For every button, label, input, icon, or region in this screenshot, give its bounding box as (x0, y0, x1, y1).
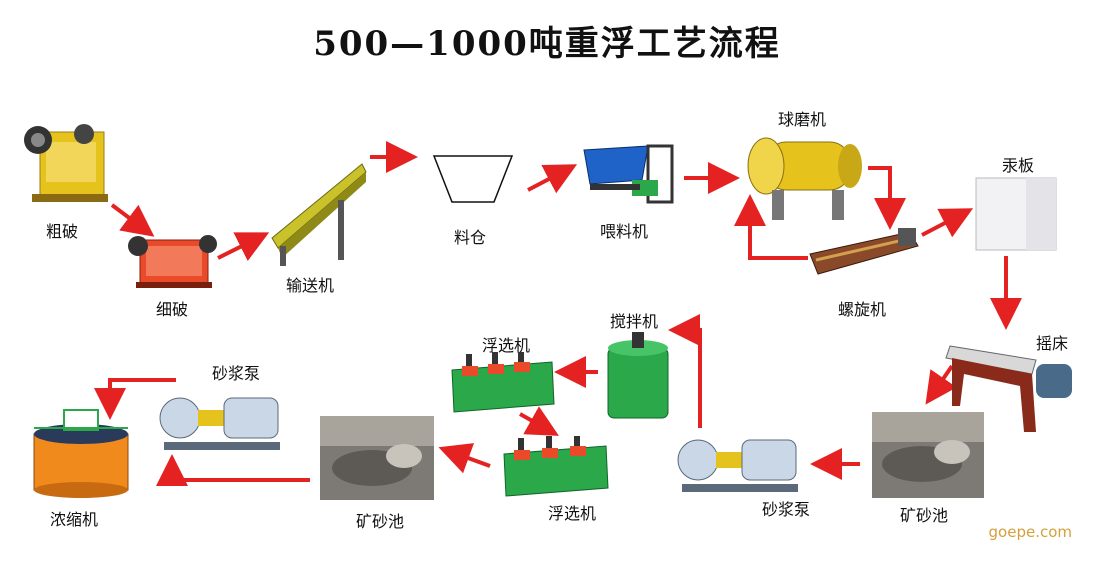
spiral-classifier-icon (809, 228, 919, 275)
sand-pond-icon (320, 416, 434, 500)
arrow-classifier-return (734, 194, 808, 260)
mercury-plate-icon (975, 177, 1057, 251)
classifier-label: 螺旋机 (838, 300, 887, 319)
pump-right-label: 砂浆泵 (762, 500, 811, 519)
thickener-icon (33, 409, 129, 498)
shaking-table-label: 摇床 (1036, 334, 1069, 353)
agitation-tank-icon (607, 332, 669, 419)
flotation-bottom-label: 浮选机 (548, 504, 597, 523)
pond-right-label: 矿砂池 (900, 506, 949, 525)
slurry-pump-icon (159, 397, 280, 450)
arrow-fine-to-conveyor (217, 232, 270, 262)
arrow-bin-to-feeder (527, 164, 578, 194)
thickener-label: 浓缩机 (50, 510, 99, 529)
flotation-top-label: 浮选机 (482, 336, 531, 355)
conveyor-label: 输送机 (286, 276, 335, 295)
arrow-table-to-pond (925, 364, 957, 405)
arrow-coarse-to-fine (110, 203, 155, 237)
shaking-table-icon (945, 345, 1072, 432)
watermark: goepe.com (988, 523, 1072, 541)
slurry-pump-icon (677, 439, 798, 492)
hopper-icon (432, 155, 514, 203)
arrow-flotation-to-pond (438, 443, 491, 474)
flotation-cell-icon (503, 436, 609, 497)
arrow-pond-to-pump-left (156, 454, 310, 486)
arrow-mill-to-classifier (868, 166, 906, 230)
coarse-crusher-icon (24, 124, 108, 202)
feeder-label: 喂料机 (600, 222, 649, 241)
vibrating-feeder-icon (583, 144, 674, 204)
arrow-flotation-to-flotation (519, 406, 559, 436)
ball-mill-label: 球磨机 (778, 110, 827, 129)
diagram-title: 500—1000吨重浮工艺流程 (313, 24, 781, 64)
pond-left-label: 矿砂池 (356, 512, 405, 531)
sand-pond-icon (872, 412, 984, 498)
arrow-pump-to-thickener (94, 378, 176, 420)
arrow-pump-to-agitator (668, 314, 702, 428)
fine-crusher-icon (128, 235, 217, 288)
flotation-cell-icon (451, 352, 555, 413)
coarse-crusher-label: 粗破 (46, 222, 79, 241)
fine-crusher-label: 细破 (156, 300, 189, 319)
agitator-label: 搅拌机 (610, 312, 659, 331)
ball-mill-icon (747, 137, 862, 220)
bin-label: 料仓 (454, 228, 487, 247)
pump-left-label: 砂浆泵 (212, 364, 261, 383)
arrow-classifier-to-plate (921, 208, 974, 238)
mercury-plate-label: 汞板 (1002, 156, 1035, 175)
belt-conveyor-icon (271, 163, 367, 266)
